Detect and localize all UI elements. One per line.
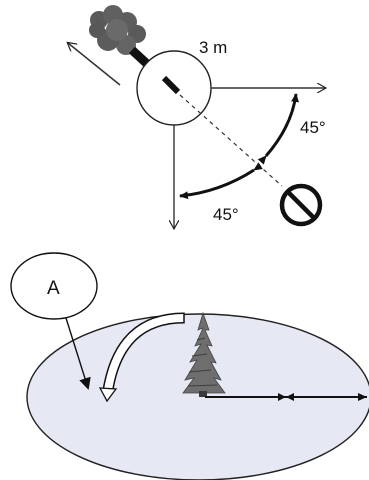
distance-label: 3 m	[199, 38, 227, 57]
conifer-tree-icon	[182, 311, 226, 397]
callout-a-bubble	[10, 252, 98, 320]
angle-arc-right	[257, 93, 299, 165]
no-entry-icon	[279, 183, 323, 227]
callout-a-label: A	[47, 278, 60, 299]
distance-measure-line	[205, 393, 367, 401]
callout-pointer-arrow	[65, 317, 91, 390]
angle-right-label: 45°	[300, 118, 326, 137]
retreat-path-dashed-line	[179, 94, 283, 187]
bottom-diagram: A	[10, 252, 369, 480]
smoke-cloud-icon	[89, 5, 146, 55]
angle-arc-bottom	[179, 162, 263, 200]
top-diagram: 3 m 45° 45°	[68, 5, 326, 228]
trunk-inside-circle	[161, 75, 181, 95]
angle-bottom-label: 45°	[213, 205, 239, 224]
fall-direction-arrow	[68, 43, 121, 86]
curved-direction-arrow	[98, 312, 185, 403]
